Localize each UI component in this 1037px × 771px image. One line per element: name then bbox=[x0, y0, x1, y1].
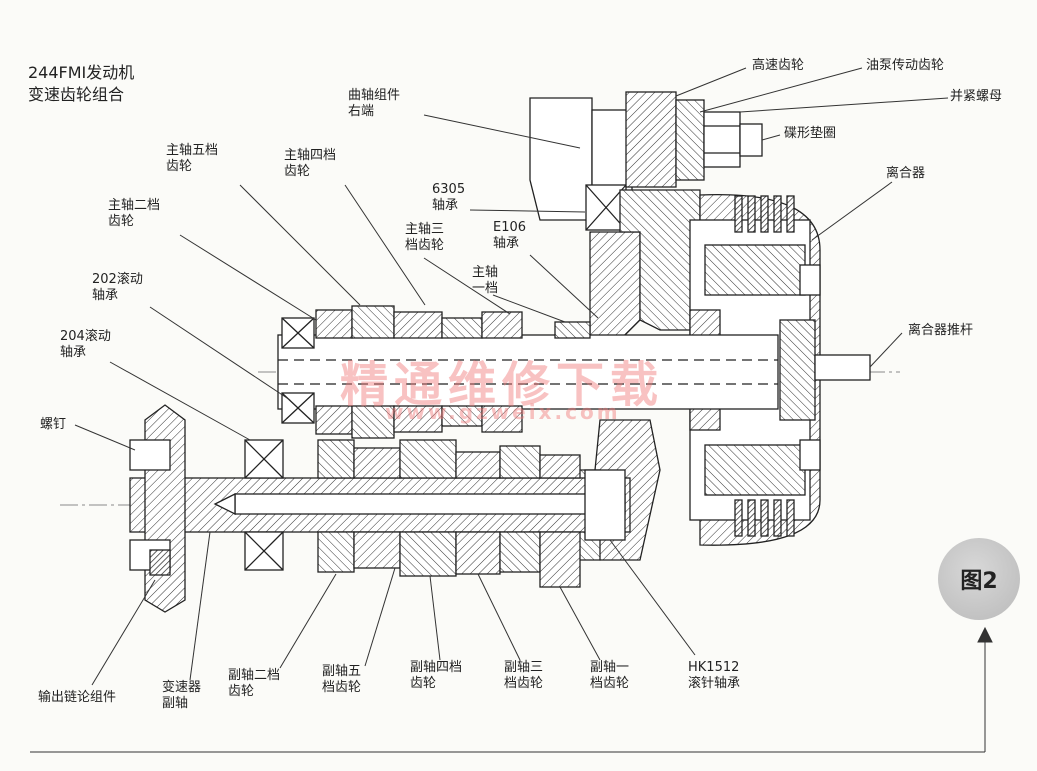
watermark-text: 精通维修下载 bbox=[340, 357, 665, 413]
label-bearing-204: 204滚动轴承 bbox=[60, 329, 111, 360]
label-counter-1st-gear: 副轴一档齿轮 bbox=[590, 660, 630, 691]
label-counter-5th-gear: 副轴五档齿轮 bbox=[322, 664, 362, 695]
figure-badge: 图2 bbox=[938, 538, 1020, 620]
leader-lines bbox=[30, 67, 993, 753]
main-shaft-gears bbox=[315, 305, 591, 439]
title-line-1: 244FMI发动机 bbox=[28, 63, 135, 82]
label-countershaft: 变速器副轴 bbox=[162, 680, 202, 711]
label-output-sprocket: 输出链论组件 bbox=[38, 690, 117, 705]
label-main-5th-gear: 主轴五档齿轮 bbox=[166, 143, 219, 174]
label-screw: 螺钉 bbox=[40, 417, 67, 432]
label-clutch: 离合器 bbox=[886, 166, 926, 181]
diagram-title: 244FMI发动机 变速齿轮组合 bbox=[28, 62, 134, 106]
label-counter-2nd-gear: 副轴二档齿轮 bbox=[228, 668, 281, 699]
main-shaft bbox=[277, 334, 779, 410]
label-main-2nd-gear: 主轴二档齿轮 bbox=[108, 198, 161, 229]
label-main-1st-gear: 主轴一档 bbox=[472, 265, 499, 296]
output-sprocket bbox=[129, 404, 186, 613]
label-bearing-202: 202滚动轴承 bbox=[92, 272, 143, 303]
counter-shaft-gears bbox=[317, 439, 581, 588]
counter-shaft bbox=[129, 469, 631, 541]
label-main-4th-gear: 主轴四档齿轮 bbox=[284, 148, 337, 179]
label-main-3rd-gear: 主轴三档齿轮 bbox=[405, 222, 445, 253]
title-line-2: 变速齿轮组合 bbox=[28, 85, 125, 104]
label-clutch-pushrod: 离合器推杆 bbox=[908, 323, 974, 338]
bearing-204 bbox=[244, 439, 284, 571]
label-crankshaft-right-end: 曲轴组件右端 bbox=[348, 88, 401, 119]
label-high-speed-gear: 高速齿轮 bbox=[752, 58, 805, 73]
label-oil-pump-gear: 油泵传动齿轮 bbox=[866, 58, 945, 73]
label-counter-3rd-gear: 副轴三档齿轮 bbox=[504, 660, 544, 691]
label-disc-washer: 碟形垫圈 bbox=[784, 126, 837, 141]
crankshaft-right-end bbox=[529, 91, 763, 231]
label-lock-nut: 并紧螺母 bbox=[950, 89, 1003, 104]
watermark-url: www.gzweix.com bbox=[385, 400, 621, 424]
label-counter-4th-gear: 副轴四档齿轮 bbox=[410, 660, 463, 691]
